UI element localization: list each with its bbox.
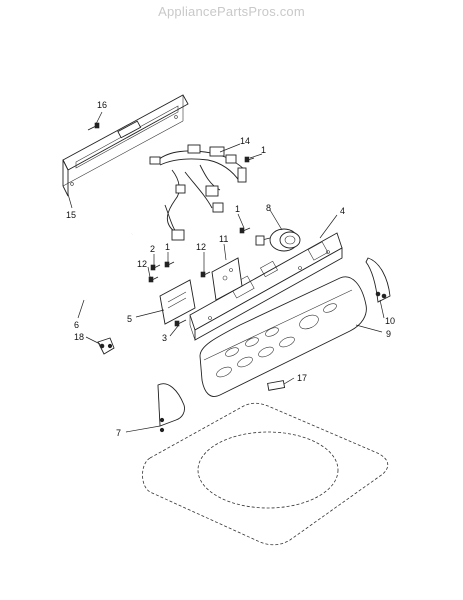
callout-2: 2 bbox=[150, 244, 155, 254]
callout-18: 18 bbox=[74, 332, 84, 342]
callout-1-left: 1 bbox=[165, 242, 170, 252]
callout-8: 8 bbox=[266, 203, 271, 213]
callout-labels: 16 14 1 15 8 4 1 2 1 12 11 12 6 5 10 9 3… bbox=[66, 100, 395, 438]
callout-6: 6 bbox=[74, 320, 79, 330]
watermark-text: AppliancePartsPros.com bbox=[158, 4, 305, 19]
callout-16: 16 bbox=[97, 100, 107, 110]
callout-1-mid: 1 bbox=[235, 204, 240, 214]
callout-15: 15 bbox=[66, 210, 76, 220]
part-screw-1a bbox=[244, 156, 255, 163]
part-screw-3 bbox=[174, 319, 187, 327]
callout-9: 9 bbox=[386, 329, 391, 339]
callout-5: 5 bbox=[127, 314, 132, 324]
part-screw-1b bbox=[239, 227, 251, 234]
callout-12-mid: 12 bbox=[196, 242, 206, 252]
callout-14: 14 bbox=[240, 136, 250, 146]
part-wire-harness bbox=[149, 144, 247, 241]
part-timer bbox=[255, 228, 301, 252]
part-rear-bracket bbox=[62, 94, 189, 197]
part-hose bbox=[81, 232, 133, 301]
part-screw-16 bbox=[87, 122, 100, 131]
callout-1-top: 1 bbox=[261, 145, 266, 155]
callout-17: 17 bbox=[297, 373, 307, 383]
part-clip-18 bbox=[97, 337, 115, 355]
callout-3: 3 bbox=[162, 333, 167, 343]
callout-10: 10 bbox=[385, 316, 395, 326]
part-control-panel-frame bbox=[189, 232, 343, 341]
part-switch-11 bbox=[211, 257, 243, 301]
callout-11: 11 bbox=[219, 234, 228, 244]
part-console bbox=[199, 276, 367, 397]
part-badge-17 bbox=[267, 380, 286, 391]
part-pressure-switch bbox=[159, 279, 196, 325]
washer-top-outline bbox=[142, 402, 389, 546]
part-screw-12a bbox=[200, 271, 211, 278]
part-end-cap-right bbox=[365, 257, 391, 303]
callout-12-left: 12 bbox=[137, 259, 147, 269]
part-end-cap-left bbox=[157, 383, 185, 433]
callout-7: 7 bbox=[116, 428, 121, 438]
leader-lines bbox=[67, 111, 385, 433]
part-screws-2-1-12 bbox=[148, 261, 175, 283]
callout-4: 4 bbox=[340, 206, 345, 216]
